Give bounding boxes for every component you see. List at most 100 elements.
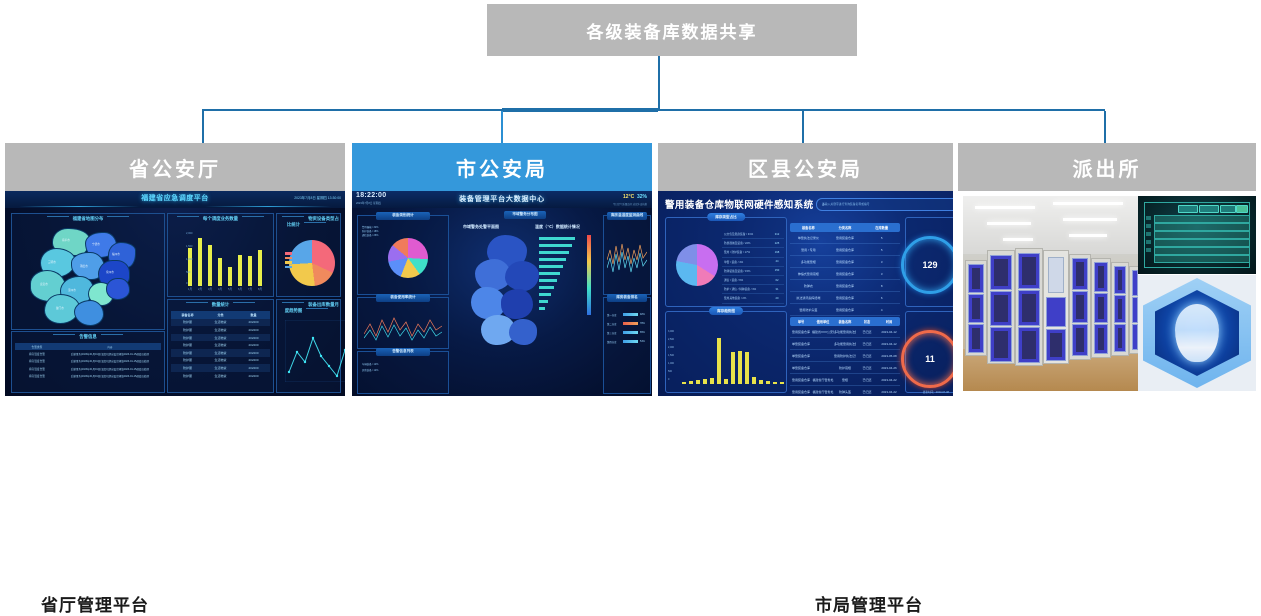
cell: 防护服 [182,320,192,325]
db1-bar-chart: 2,000 1,500 1,000 500 0 1月 2月 3月 4月 5月 6… [184,232,267,291]
db1-region-label: 福州市 [112,253,120,256]
db2-map-caption: 市域警务处警平面图 [463,224,499,229]
cell: 警用装备仓库 [836,259,855,264]
db3-table-bottom: 单号 借用单位 装备名称 状态 时间 警用装备仓库福建省XXX公安局多功能警用执… [790,317,900,396]
screenshot-provincial-platform[interactable]: 福建省应急调度平台 2023年7月8日 星期四 13:30:00 福建省地图分布… [5,191,345,396]
cell: 3 [880,259,883,264]
cell: 库房温度告警 [28,375,45,379]
table-row: 防护服 生活物资 202200 [171,318,270,327]
db1-region-label: 三明市 [48,261,56,264]
db3-search-box[interactable]: 请输入关键字进行查询装备名称或编号 ⌕ [816,198,953,211]
db1-swoosh-left [19,206,139,207]
db1-region-label: 莆田市 [80,265,88,268]
cell: 5 [880,247,883,252]
col-header: 在库数量 [875,226,889,230]
cell: 警用装备仓库 [836,271,855,276]
db2-colorbar [587,235,591,315]
graphic-face-recognition [1138,275,1256,391]
db2-panel-gauge: 装备使用率统计 [357,294,449,349]
screenshot-district-platform[interactable]: 警用装备仓库物联网硬件感知系统 请输入关键字进行查询装备名称或编号 ⌕ 库存类型… [658,191,953,396]
connector-drop-2 [501,111,503,143]
table-row: 单警装备仓库警用防护执法记录仪已归还2023-05-08 [790,350,900,362]
node-provincial-bureau[interactable]: 省公安厅 [5,143,345,191]
db3-panel-pie: 库存类型占比 公文包及随身装备 / 31%312 防暴器械及装备 / 22%22… [665,213,787,307]
connector-drop-4 [1104,111,1106,143]
legend-value: 225 [774,241,780,245]
cell: 防护服 [182,358,192,363]
cell: 警用装备仓库 [836,235,855,240]
cell: 5 [880,235,883,240]
node-city-bureau[interactable]: 市公安局 [352,143,652,191]
cell: 警用装备仓库 [791,377,810,382]
node-district-bureau[interactable]: 区县公安局 [658,143,953,191]
cell: 2023-04-22 [881,389,897,394]
rank-value: 92% [640,313,645,316]
cell: 202200 [248,365,259,370]
cell: 生活物资 [214,358,227,363]
cell: 防护服 [182,335,192,340]
legend-label: 单警 / 装备 / 4% [724,260,744,264]
db2-panel-map-tag: 市域警务分布图 [504,211,546,219]
db3-panel-bar: 库存趋势图 3,000 2,500 2,000 1,500 [665,307,787,393]
node-police-station-label: 派出所 [1072,158,1142,181]
db2-wave-chart [364,317,442,341]
cell: 已归还 [862,329,872,334]
col-header: 单号 [797,320,805,324]
db2-panel-list-title: 告警信息列表 [376,348,430,356]
col-header: 内容 [107,345,113,349]
cell: 已归还 [862,353,872,358]
db3-panel-gauge-bottom: 11 [901,311,953,393]
db2-panel-wave: 库房温湿度监测曲线 [603,212,651,295]
search-icon[interactable]: ⌕ [822,201,825,208]
cell: 警用装备仓库 [791,389,810,394]
cell: 生活物资 [214,365,227,370]
cell: 已归还 [862,389,872,394]
cell: 防护服 [182,365,192,370]
db1-bar-ytick: 1,000 [186,258,193,261]
legend-label: 防护 / 通信 / 特种装备 / 3% [724,288,757,292]
screenshot-cabinet-terminal[interactable] [1138,196,1256,274]
cell: 202200 [248,320,259,325]
db2-pie-chart [388,238,428,278]
cell: 警用装备仓库 [836,307,855,312]
node-police-station[interactable]: 派出所 [958,143,1256,191]
table-row: 库房温度告警后勤事务(2023年01月01日)温度已超出设定阈值2023-01-… [15,373,161,380]
cell: 警用装备仓库 [791,329,810,334]
db2-panel-rank: 库房装备排名 第一仓库 92% 第二仓库 78% [603,294,651,394]
rank-label: 第一仓库 [607,313,617,317]
db3-ytick: 2,000 [668,346,674,349]
db1-panel-map-title: 福建省地图分布 [12,216,164,222]
cell: 警棍 [841,377,848,382]
cell: 2023-04-12 [881,329,897,334]
cell: 2023-04-12 [881,341,897,346]
table-header-row: 装备名称 分类名称 在库数量 [790,223,900,232]
db3-panel-table-bottom: 单号 借用单位 装备名称 状态 时间 警用装备仓库福建省XXX公安局多功能警用执… [790,311,900,394]
db2-list-item: 其他装备 / 12% [362,369,379,372]
cell: 202200 [248,335,259,340]
db1-bar-xtick: 4月 [218,288,223,291]
cell: 警用装备仓库 [836,283,855,288]
rank-label: 第三仓库 [607,331,617,335]
cell: 6 [880,295,883,300]
db1-region-label: 南平市 [62,239,70,242]
cell: 生活物资 [214,320,227,325]
db3-ytick: 1,500 [668,354,674,357]
screenshot-city-platform[interactable]: 18:22:00 2023年7月8日 星期四 装备管理平台大数据中心 12°C … [352,191,652,396]
legend-value: 20 [775,296,779,300]
node-city-label: 市公安局 [456,158,548,181]
db1-panel-table-title: 数量统计 [168,302,273,308]
cell: 202200 [248,350,259,355]
panel-smart-cabinet[interactable] [958,191,1256,396]
root-node-data-sharing[interactable]: 各级装备库数据共享 [487,4,857,56]
db1-region-label: 泉州市 [106,271,114,274]
rank-value: 78% [640,322,645,325]
db2-panel-map: 市域警务分布图 市域警务处警平面图 温度（℃）数据统计情况 [451,211,599,392]
connector-stem [658,56,660,110]
